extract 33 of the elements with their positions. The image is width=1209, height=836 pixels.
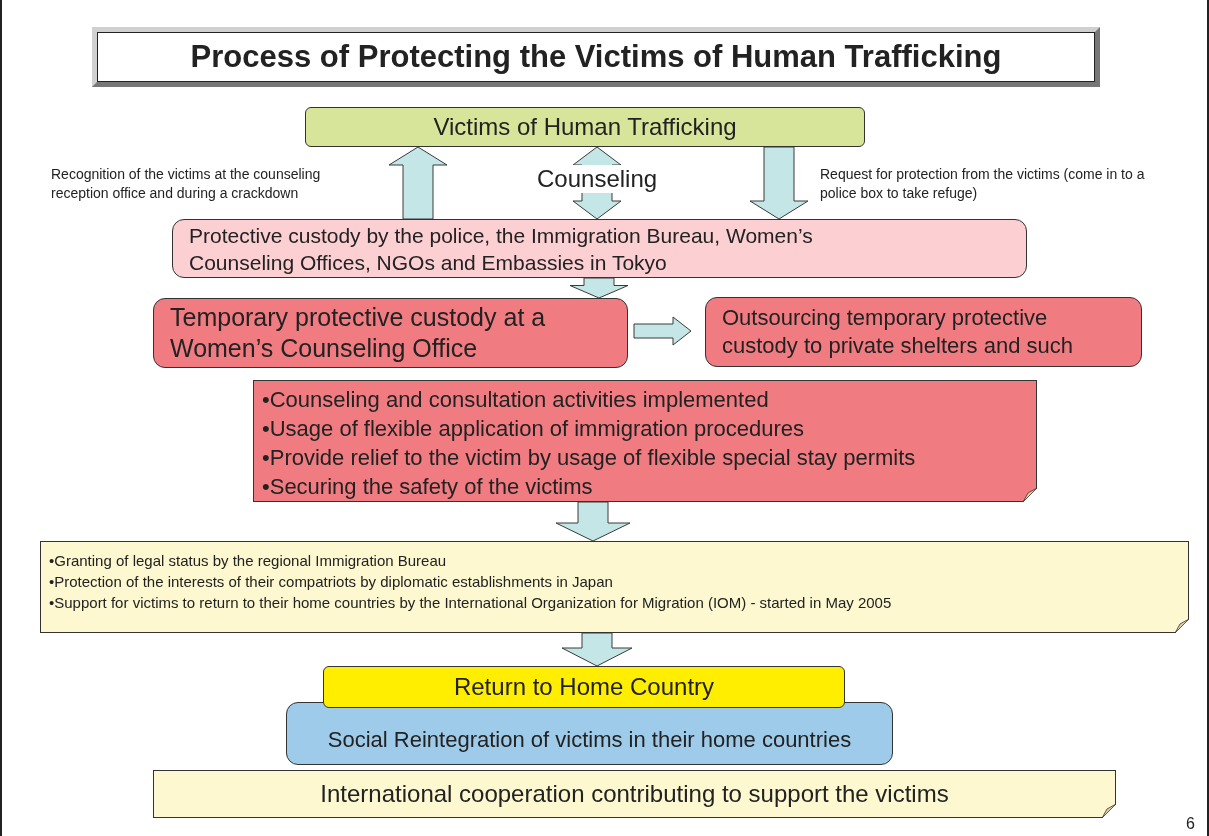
process-box xyxy=(172,219,1027,278)
node-text: •Provide relief to the victim by usage of flexible special stay permits xyxy=(262,444,917,472)
process-box xyxy=(705,297,1142,367)
title: Process of Protecting the Victims of Human Trafficking xyxy=(97,32,1095,82)
node-text: Protective custody by the police, the Immigration Bureau, Women’s Counseling Offices, NGOs and Embassies in Tokyo xyxy=(189,222,814,276)
node-text: •Protection of the interests of their compatriots by diplomatic establishments in Japan xyxy=(49,572,614,592)
block-arrow xyxy=(569,277,629,299)
process-box xyxy=(323,666,845,708)
process-box xyxy=(286,702,893,765)
node-text: •Counseling and consultation activities implemented xyxy=(262,386,770,414)
node-text: •Securing the safety of the victims xyxy=(262,473,594,501)
node-text: Temporary protective custody at a Women’s Counseling Office xyxy=(170,302,547,364)
block-arrow xyxy=(555,501,631,542)
block-arrow xyxy=(749,146,809,220)
node-text: Victims of Human Trafficking xyxy=(433,112,737,142)
process-box xyxy=(305,107,865,147)
node-text: •Support for victims to return to their home countries by the International Organization for Migration (IOM) - started in May 2005 xyxy=(49,593,893,613)
note-box xyxy=(253,380,1037,502)
block-arrow xyxy=(561,632,633,667)
block-arrow xyxy=(388,146,448,220)
node-text: Social Reintegration of victims in their home countries xyxy=(327,726,852,754)
side-note: Recognition of the victims at the counseling reception office and during a crackdown xyxy=(51,165,322,203)
note-box xyxy=(40,541,1189,633)
node-text: •Granting of legal status by the regional Immigration Bureau xyxy=(49,551,448,571)
page-number: 6 xyxy=(1186,814,1195,834)
note-box xyxy=(153,770,1116,818)
block-arrow xyxy=(633,316,692,346)
node-text: International cooperation contributing to support the victims xyxy=(320,779,949,809)
process-box xyxy=(153,298,628,368)
node-text: Return to Home Country xyxy=(453,672,715,702)
node-text: •Usage of flexible application of immigration procedures xyxy=(262,415,806,443)
node-text: Outsourcing temporary protective custody to private shelters and such xyxy=(722,304,1074,360)
side-note: Request for protection from the victims (come in to a police box to take refuge) xyxy=(820,165,1145,203)
